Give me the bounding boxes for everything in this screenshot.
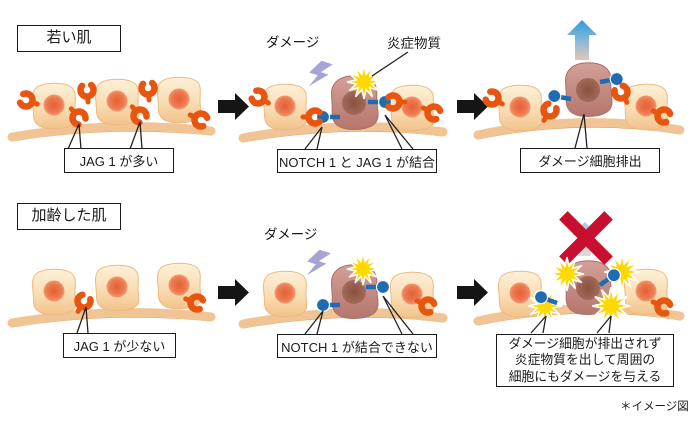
- damage-label: ダメージ: [264, 227, 318, 242]
- panel-aged-few-jag1: [7, 262, 216, 334]
- skin-cell: [31, 82, 77, 130]
- caption-line: 炎症物質を出して周囲の: [514, 352, 656, 368]
- caption-notch1-cannot-bind: NOTCH 1 が結合できない: [277, 334, 437, 358]
- panel-young-binding: [238, 51, 448, 150]
- caption-line: ダメージ細胞が排出されず: [508, 335, 662, 351]
- skin-cell: [262, 83, 308, 131]
- panel-aged-no-ejection: [473, 211, 685, 334]
- step-arrow-icon: [457, 279, 488, 306]
- image-note: ＊イメージ図: [620, 401, 689, 413]
- step-arrow-icon: [218, 279, 249, 306]
- damaged-cell: [565, 62, 613, 117]
- callout-lines: [76, 306, 89, 334]
- callout-lines: [304, 114, 414, 150]
- caption-line: 細胞にもダメージを与える: [508, 368, 662, 384]
- damage-lightning-icon: [303, 247, 331, 281]
- callout-lines: [67, 121, 143, 150]
- damage-lightning-icon: [305, 58, 333, 92]
- damage-label: ダメージ: [266, 35, 320, 50]
- caption-jag1-abundant: JAG 1 が多い: [64, 148, 174, 173]
- row-title-young-skin: 若い肌: [17, 25, 121, 52]
- panel-young-ejection: [473, 20, 685, 149]
- jag1-receptor-icon: [141, 83, 155, 101]
- ejection-arrow-icon: [567, 20, 597, 60]
- skin-cell: [94, 264, 140, 312]
- caption-jag1-scarce: JAG 1 が少ない: [63, 333, 176, 358]
- blocked-x-icon: [559, 211, 613, 265]
- caption-damage-spreads: ダメージ細胞が排出されず 炎症物質を出して周囲の 細胞にもダメージを与える: [496, 334, 674, 387]
- skin-cell: [31, 268, 77, 316]
- annotation-line: [371, 51, 409, 77]
- inflammation-label: 炎症物質: [387, 36, 441, 51]
- panel-aged-no-binding: [238, 247, 448, 335]
- callout-lines: [574, 113, 588, 149]
- step-arrow-icon: [457, 93, 488, 120]
- basement-membrane: [7, 122, 216, 142]
- panel-young-many-jag1: [7, 76, 216, 150]
- row-title-aged-skin: 加齢した肌: [17, 203, 121, 230]
- caption-damaged-cell-ejected: ダメージ細胞排出: [520, 148, 660, 173]
- callout-lines: [304, 295, 414, 335]
- callout-lines: [530, 315, 612, 334]
- skin-cell: [262, 270, 308, 318]
- caption-notch1-jag1-bind: NOTCH 1 と JAG 1 が結合: [277, 149, 437, 173]
- skin-cell: [497, 84, 543, 132]
- step-arrow-icon: [218, 93, 249, 120]
- jag1-receptor-icon: [80, 85, 94, 103]
- skin-cell: [156, 262, 202, 310]
- basement-membrane: [7, 308, 216, 328]
